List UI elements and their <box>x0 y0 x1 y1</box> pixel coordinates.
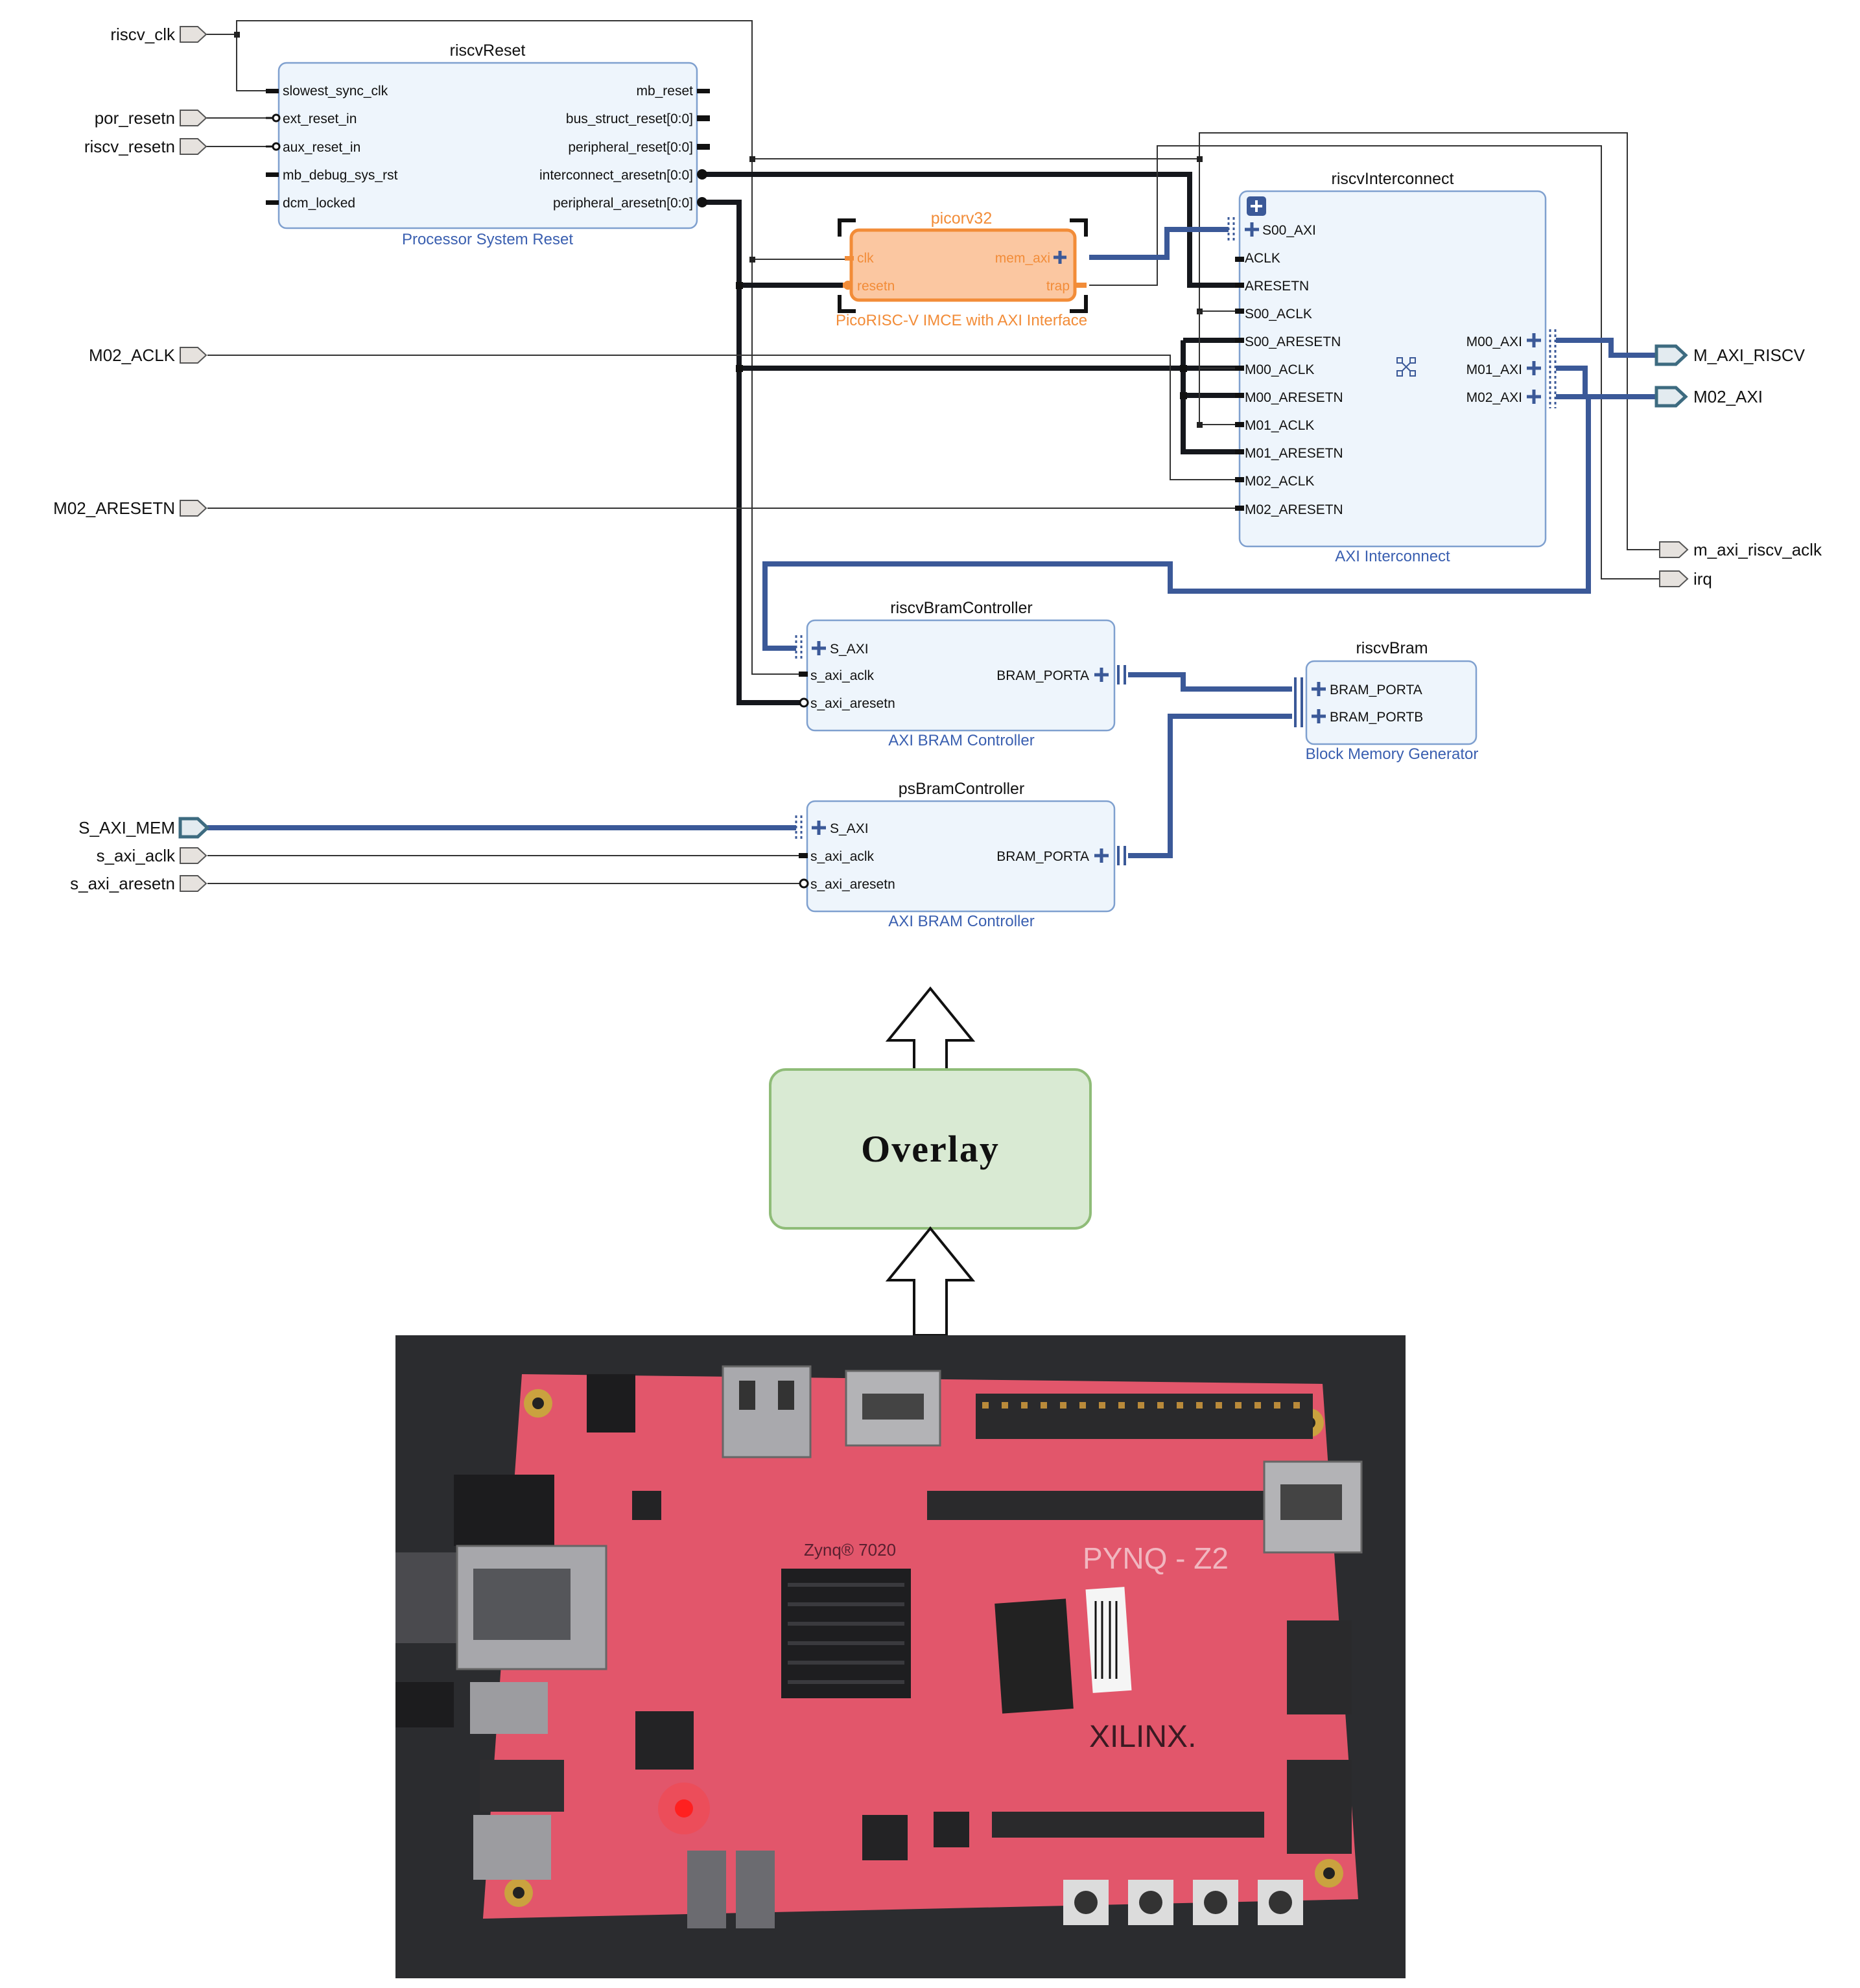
svg-text:M01_AXI: M01_AXI <box>1466 362 1522 377</box>
svg-text:PicoRISC-V IMCE with AXI Inter: PicoRISC-V IMCE with AXI Interface <box>836 312 1087 329</box>
port-m02-axi: M02_AXI <box>1654 386 1763 408</box>
svg-text:riscvBramController: riscvBramController <box>890 599 1032 617</box>
svg-text:picorv32: picorv32 <box>931 209 993 228</box>
board-label-xilinx: XILINX. <box>1089 1720 1196 1754</box>
crossbar-icon <box>1396 357 1416 377</box>
wires <box>204 20 1660 884</box>
svg-text:AXI BRAM Controller: AXI BRAM Controller <box>888 913 1034 930</box>
svg-text:M02_ARESETN: M02_ARESETN <box>1245 502 1343 517</box>
port-por-resetn: por_resetn <box>95 108 207 128</box>
port-s-axi-aclk: s_axi_aclk <box>97 846 207 865</box>
svg-text:ACLK: ACLK <box>1245 251 1280 266</box>
port-m02-aclk: M02_ACLK <box>89 345 207 365</box>
svg-text:clk: clk <box>857 251 874 266</box>
svg-text:s_axi_aresetn: s_axi_aresetn <box>810 696 895 711</box>
svg-text:s_axi_aresetn: s_axi_aresetn <box>70 874 175 893</box>
svg-text:riscv_resetn: riscv_resetn <box>84 137 175 156</box>
svg-text:BRAM_PORTA: BRAM_PORTA <box>996 668 1089 683</box>
svg-text:riscvReset: riscvReset <box>450 41 526 60</box>
svg-text:AXI BRAM Controller: AXI BRAM Controller <box>888 732 1034 749</box>
svg-text:M00_ARESETN: M00_ARESETN <box>1245 390 1343 405</box>
svg-text:M01_ARESETN: M01_ARESETN <box>1245 446 1343 461</box>
overlay-label: Overlay <box>861 1128 1000 1170</box>
svg-text:S_AXI: S_AXI <box>830 642 869 657</box>
svg-text:psBramController: psBramController <box>899 780 1025 798</box>
svg-text:irq: irq <box>1693 569 1712 589</box>
svg-text:S_AXI: S_AXI <box>830 821 869 836</box>
port-m02-aresetn: M02_ARESETN <box>53 498 207 518</box>
block-riscv-reset[interactable]: riscvReset Processor System Reset slowes… <box>266 41 710 248</box>
svg-text:trap: trap <box>1046 279 1070 294</box>
block-picorv32[interactable]: picorv32 clk resetn mem_axi trap PicoRIS… <box>836 209 1088 329</box>
svg-text:S00_ARESETN: S00_ARESETN <box>1245 334 1341 349</box>
port-s-axi-mem: S_AXI_MEM <box>78 817 210 839</box>
svg-text:bus_struct_reset[0:0]: bus_struct_reset[0:0] <box>566 111 693 126</box>
up-arrow-top <box>885 986 976 1071</box>
block-riscv-bram[interactable]: riscvBram Block Memory Generator BRAM_PO… <box>1294 639 1479 763</box>
svg-text:S00_AXI: S00_AXI <box>1262 223 1316 238</box>
svg-text:M02_ARESETN: M02_ARESETN <box>53 498 175 518</box>
svg-text:M01_ACLK: M01_ACLK <box>1245 418 1314 433</box>
svg-text:BRAM_PORTA: BRAM_PORTA <box>1330 683 1422 697</box>
svg-text:riscvInterconnect: riscvInterconnect <box>1332 170 1454 188</box>
reset-input-pins: slowest_sync_clk ext_reset_in aux_reset_… <box>266 84 398 211</box>
block-riscv-interconnect[interactable]: riscvInterconnect AXI Interconnect S00_A… <box>1227 170 1557 565</box>
svg-text:por_resetn: por_resetn <box>95 108 175 128</box>
svg-text:s_axi_aclk: s_axi_aclk <box>810 849 875 864</box>
svg-text:M02_ACLK: M02_ACLK <box>89 345 176 365</box>
svg-text:s_axi_aclk: s_axi_aclk <box>810 668 875 683</box>
svg-text:mem_axi: mem_axi <box>995 251 1050 266</box>
svg-text:aux_reset_in: aux_reset_in <box>283 140 360 155</box>
svg-text:M02_AXI: M02_AXI <box>1466 390 1522 405</box>
interconnect-input-pins: ACLK ARESETN S00_ACLK S00_ARESETN M00_AC… <box>1235 251 1343 517</box>
svg-text:ext_reset_in: ext_reset_in <box>283 111 357 126</box>
svg-text:Block Memory Generator: Block Memory Generator <box>1306 745 1479 763</box>
reset-output-pins: mb_reset bus_struct_reset[0:0] periphera… <box>539 84 710 211</box>
interconnect-output-pins: M00_AXI M01_AXI M02_AXI <box>1466 329 1557 408</box>
board-label-zynq: Zynq® 7020 <box>804 1540 896 1560</box>
svg-text:mb_reset: mb_reset <box>636 84 693 99</box>
pynq-z2-board-photo: Zynq® 7020 PYNQ - Z2 XILINX. <box>395 1335 1406 1978</box>
svg-text:s_axi_aclk: s_axi_aclk <box>97 846 176 865</box>
svg-text:Processor System Reset: Processor System Reset <box>402 231 573 248</box>
block-ps-bram-controller[interactable]: psBramController AXI BRAM Controller S_A… <box>795 780 1126 930</box>
up-arrow-bottom <box>885 1226 976 1337</box>
port-riscv-clk: riscv_clk <box>110 25 207 44</box>
svg-text:AXI Interconnect: AXI Interconnect <box>1335 548 1450 565</box>
input-ports: riscv_clk por_resetn riscv_resetn M02_AC… <box>53 25 210 893</box>
svg-text:resetn: resetn <box>857 279 895 294</box>
svg-text:riscvBram: riscvBram <box>1356 639 1428 657</box>
svg-text:mb_debug_sys_rst: mb_debug_sys_rst <box>283 168 398 183</box>
board-label-pynq: PYNQ - Z2 <box>1083 1541 1229 1575</box>
svg-text:BRAM_PORTB: BRAM_PORTB <box>1330 710 1423 725</box>
svg-text:dcm_locked: dcm_locked <box>283 196 355 211</box>
svg-text:peripheral_aresetn[0:0]: peripheral_aresetn[0:0] <box>553 196 693 211</box>
svg-text:S00_ACLK: S00_ACLK <box>1245 307 1312 322</box>
svg-text:BRAM_PORTA: BRAM_PORTA <box>996 849 1089 864</box>
port-m-axi-riscv: M_AXI_RISCV <box>1654 344 1806 366</box>
svg-text:M_AXI_RISCV: M_AXI_RISCV <box>1693 345 1806 365</box>
svg-text:slowest_sync_clk: slowest_sync_clk <box>283 84 388 99</box>
port-m-axi-riscv-aclk: m_axi_riscv_aclk <box>1659 540 1822 559</box>
block-riscv-bram-controller[interactable]: riscvBramController AXI BRAM Controller … <box>795 599 1126 749</box>
svg-text:M02_ACLK: M02_ACLK <box>1245 474 1314 489</box>
svg-text:M02_AXI: M02_AXI <box>1693 387 1763 406</box>
port-irq: irq <box>1659 569 1712 589</box>
output-ports: M_AXI_RISCV M02_AXI m_axi_riscv_aclk irq <box>1654 344 1822 589</box>
port-riscv-resetn: riscv_resetn <box>84 137 207 156</box>
svg-text:M00_ACLK: M00_ACLK <box>1245 362 1314 377</box>
svg-text:riscv_clk: riscv_clk <box>110 25 176 44</box>
svg-text:S_AXI_MEM: S_AXI_MEM <box>78 818 175 837</box>
svg-text:m_axi_riscv_aclk: m_axi_riscv_aclk <box>1693 540 1822 559</box>
svg-text:s_axi_aresetn: s_axi_aresetn <box>810 877 895 892</box>
overlay-box: Overlay <box>769 1068 1092 1230</box>
svg-text:peripheral_reset[0:0]: peripheral_reset[0:0] <box>568 140 693 155</box>
port-s-axi-aresetn: s_axi_aresetn <box>70 874 207 893</box>
svg-text:ARESETN: ARESETN <box>1245 279 1309 294</box>
svg-text:M00_AXI: M00_AXI <box>1466 334 1522 349</box>
svg-text:interconnect_aresetn[0:0]: interconnect_aresetn[0:0] <box>539 168 693 183</box>
